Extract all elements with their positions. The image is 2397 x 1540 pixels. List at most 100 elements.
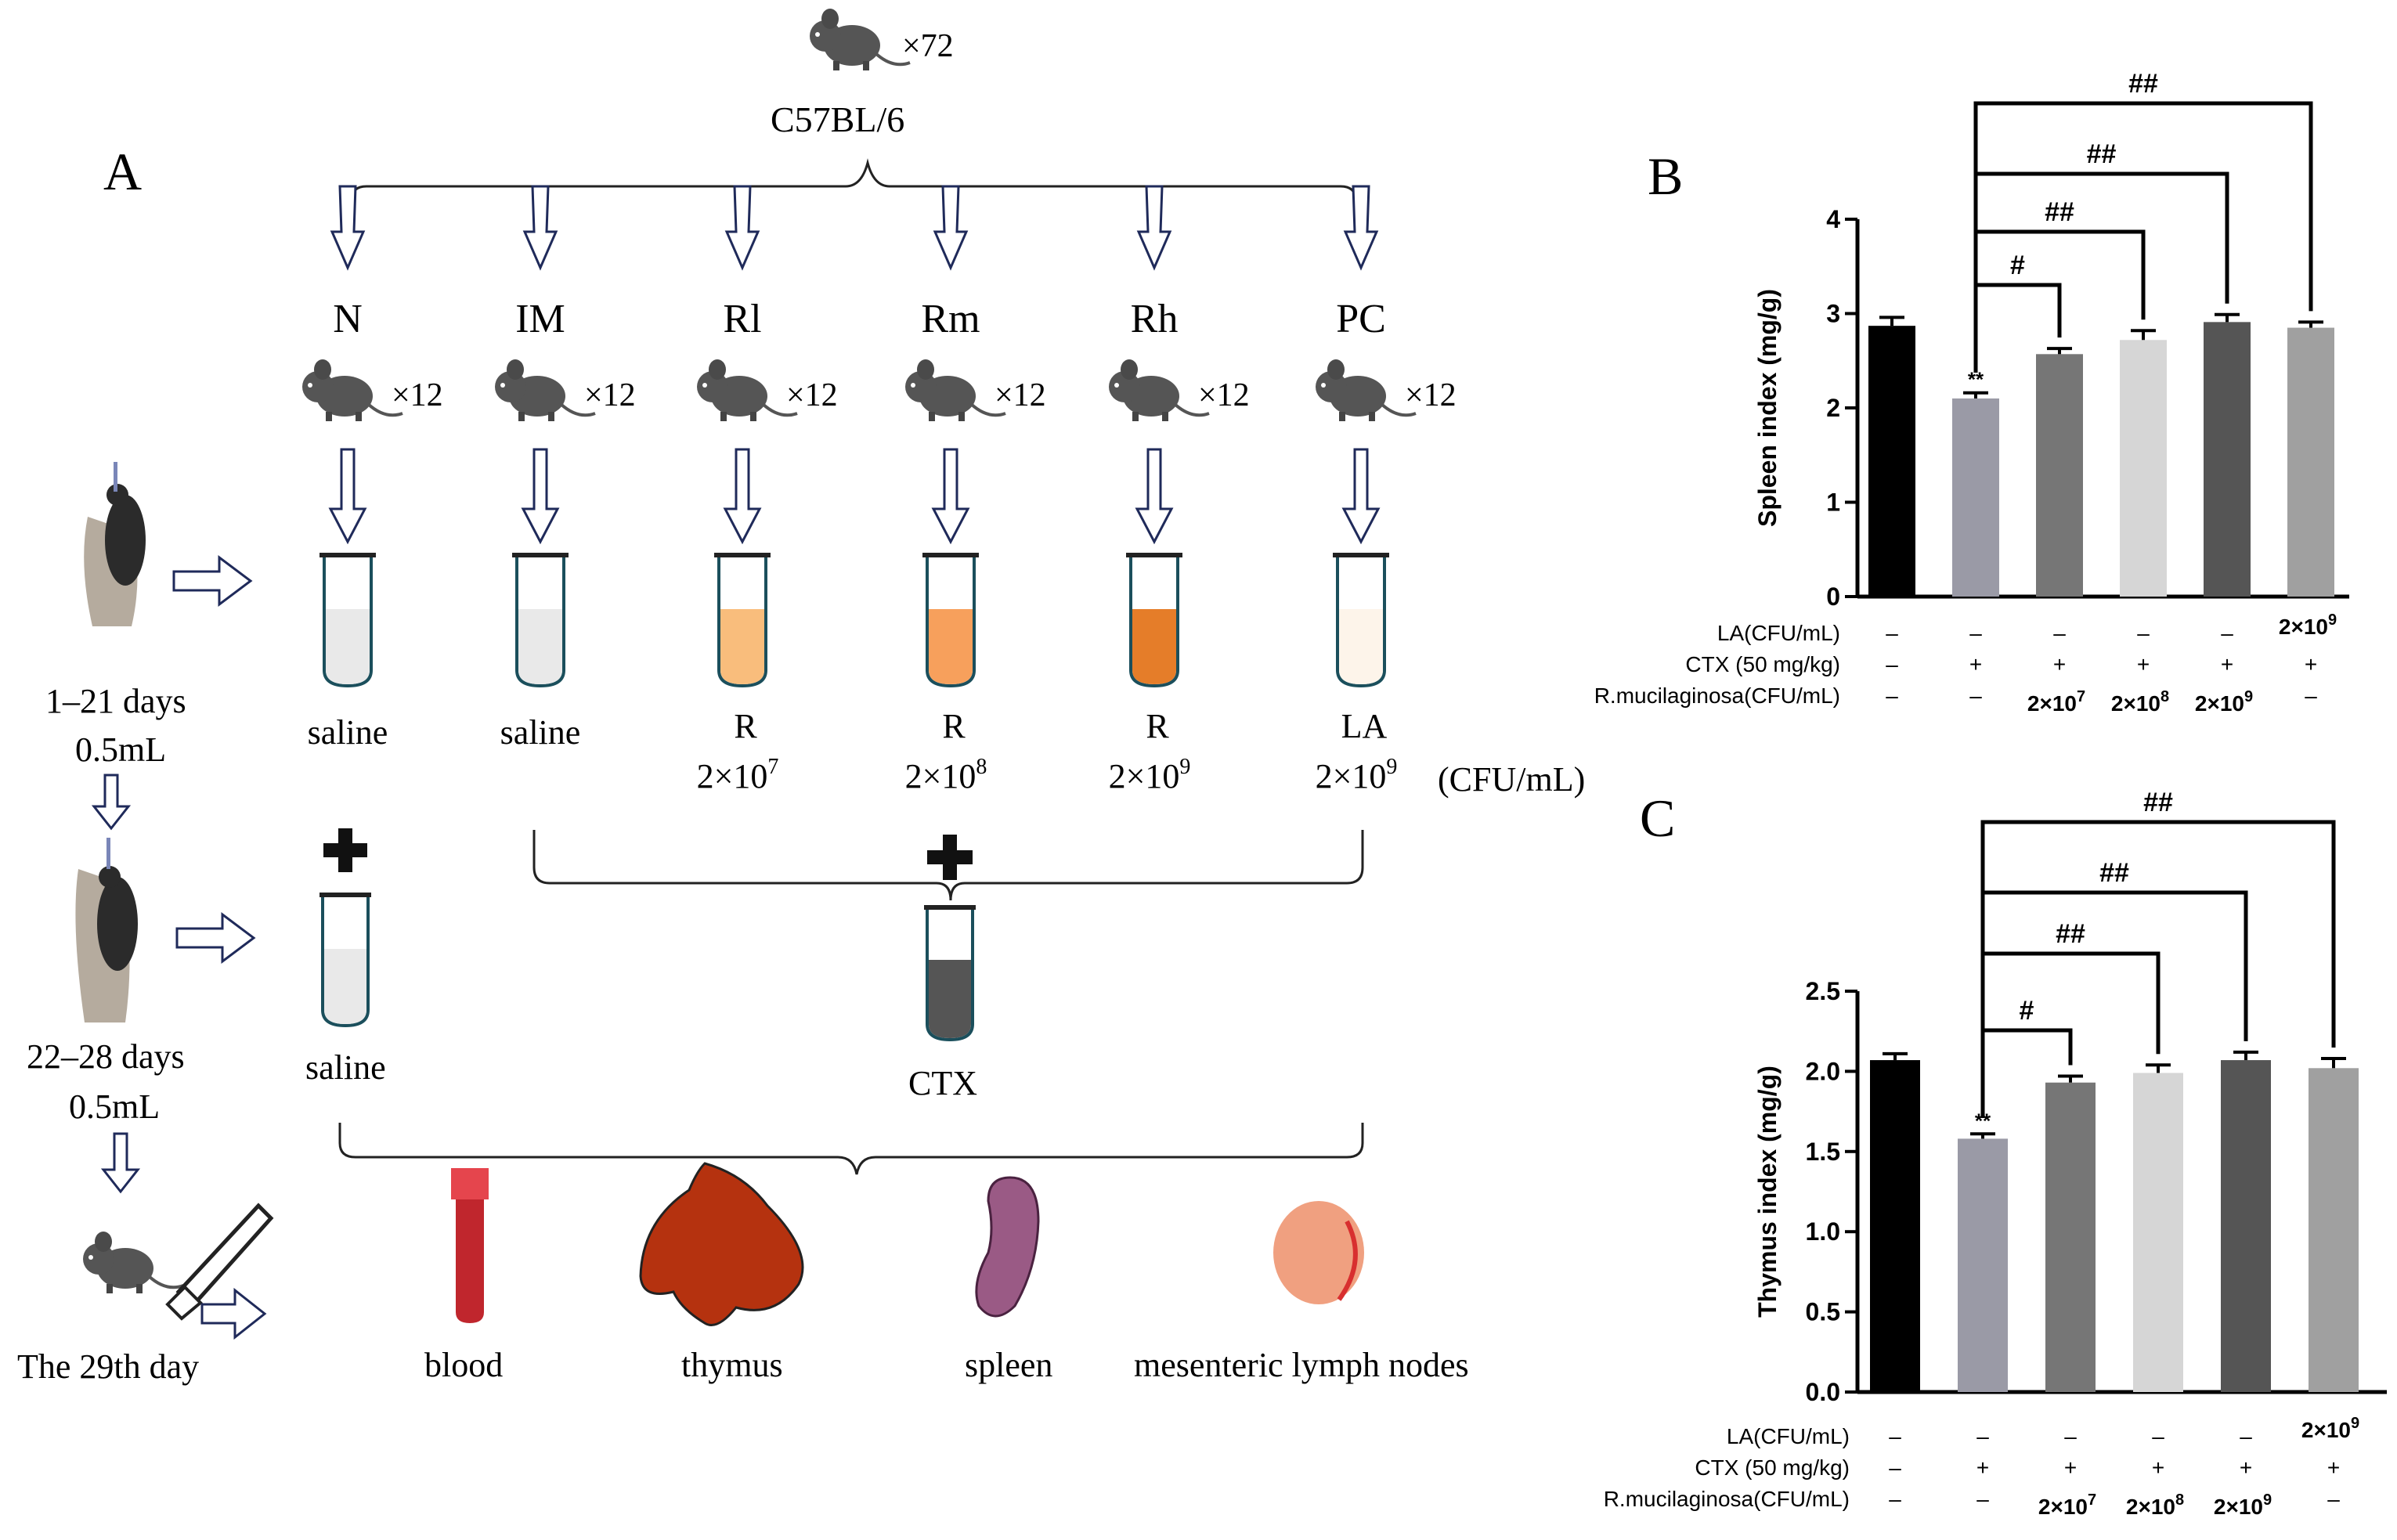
condition-row-label: LA(CFU/mL) xyxy=(1717,621,1840,645)
y-tick-label: 1 xyxy=(1826,489,1840,517)
down-arrow-icon xyxy=(522,185,558,271)
sample-label-lymph-nodes: mesenteric lymph nodes xyxy=(1134,1346,1469,1384)
y-axis-label: Spleen index (mg/g) xyxy=(1753,289,1782,527)
arrow-right-icon-2 xyxy=(175,912,256,964)
condition-cell: 2×109 xyxy=(2195,688,2253,716)
condition-row-label: LA(CFU/mL) xyxy=(1727,1424,1850,1448)
spleen-icon xyxy=(975,1176,1040,1318)
condition-cell: – xyxy=(1886,621,1898,645)
condition-cell: 2×107 xyxy=(2027,688,2085,716)
condition-cell: + xyxy=(2152,1455,2164,1480)
panel-label-a: A xyxy=(103,142,142,201)
bar-3 xyxy=(2045,1082,2096,1392)
condition-cell: + xyxy=(2305,652,2317,676)
comparison-bracket xyxy=(1980,820,2336,1118)
phase2-days: 22–28 days xyxy=(27,1037,185,1076)
mouse-icon xyxy=(808,7,912,72)
condition-row-label: CTX (50 mg/kg) xyxy=(1685,652,1840,676)
y-tick-label: 0 xyxy=(1826,582,1840,611)
condition-cell: 2×108 xyxy=(2111,688,2169,716)
bar-3 xyxy=(2036,354,2083,597)
treatment-tube xyxy=(1126,553,1182,688)
treatment-label: saline xyxy=(308,713,388,752)
down-arrow-icon xyxy=(931,448,970,545)
y-tick-label: 2 xyxy=(1826,394,1840,422)
bar-6 xyxy=(2309,1068,2359,1392)
condition-cell: 2×107 xyxy=(2038,1491,2096,1519)
down-arrow-icon xyxy=(330,185,366,271)
sample-brace xyxy=(338,1123,1364,1175)
group-name: N xyxy=(333,297,363,341)
group-name: Rh xyxy=(1131,297,1179,341)
treatment-label: R xyxy=(1146,707,1169,745)
bar-2 xyxy=(1958,1138,2008,1392)
treatment-label: saline xyxy=(500,713,581,752)
comparison-label: ## xyxy=(2143,788,2173,817)
down-arrow-icon xyxy=(521,448,560,545)
comparison-label: ## xyxy=(2099,858,2129,888)
condition-cell: – xyxy=(2305,683,2317,708)
sample-label-spleen: spleen xyxy=(965,1346,1052,1384)
phase3-day: The 29th day xyxy=(17,1347,199,1386)
bar-1 xyxy=(1870,1060,1920,1392)
group-count: ×12 xyxy=(392,377,443,413)
condition-cell: – xyxy=(2064,1424,2077,1448)
group-count: ×12 xyxy=(1198,377,1250,413)
group-columns: N×12salineIM×12salineRl×12R2×107Rm×12R2×… xyxy=(301,185,1585,799)
down-arrow-1 xyxy=(91,774,132,831)
sample-label-blood: blood xyxy=(424,1346,503,1384)
condition-cell: – xyxy=(2053,621,2066,645)
treatment-tube xyxy=(1333,553,1389,688)
treatment-dose: 2×108 xyxy=(905,755,987,795)
gavage-hand-icon xyxy=(84,462,146,626)
bar-6 xyxy=(2287,327,2334,597)
comparison-label: # xyxy=(2020,996,2034,1026)
mouse-icon xyxy=(904,358,1007,423)
condition-cell: – xyxy=(1889,1455,1901,1480)
treatment-label: R xyxy=(942,707,966,745)
condition-cell: – xyxy=(1976,1487,1989,1511)
treatment-dose: 2×107 xyxy=(697,755,779,795)
down-arrow-2 xyxy=(100,1132,141,1194)
comparison-bracket xyxy=(1973,101,2313,373)
condition-cell: 2×109 xyxy=(2279,611,2337,639)
blood-tube-icon xyxy=(451,1168,489,1323)
y-tick-label: 0.5 xyxy=(1806,1298,1840,1326)
gavage-hand-icon-2 xyxy=(75,838,138,1022)
y-tick-label: 4 xyxy=(1826,205,1840,233)
condition-cell: + xyxy=(1976,1455,1989,1480)
group-count: ×12 xyxy=(786,377,838,413)
condition-cell: – xyxy=(1976,1424,1989,1448)
mouse-icon xyxy=(493,358,597,423)
treatment-tube xyxy=(922,553,979,688)
tube-ctx xyxy=(924,905,976,1042)
y-tick-label: 1.0 xyxy=(1806,1217,1840,1246)
down-arrow-icon xyxy=(1136,185,1172,271)
significance-stars: ** xyxy=(1968,368,1984,391)
arrow-right-icon xyxy=(172,555,253,607)
y-axis-label: Thymus index (mg/g) xyxy=(1753,1066,1782,1318)
condition-cell: 2×108 xyxy=(2126,1491,2184,1519)
down-arrow-icon xyxy=(328,448,367,545)
condition-cell: – xyxy=(1969,683,1982,708)
condition-cell: – xyxy=(2240,1424,2252,1448)
bar-4 xyxy=(2120,340,2167,597)
down-arrow-icon xyxy=(723,448,762,545)
phase1-volume: 0.5mL xyxy=(75,730,166,769)
condition-row-label: R.mucilaginosa(CFU/mL) xyxy=(1594,683,1840,708)
tube-saline-phase2 xyxy=(319,893,371,1028)
comparison-label: ## xyxy=(2056,919,2085,949)
comparison-label: ## xyxy=(2128,69,2158,99)
y-tick-label: 0.0 xyxy=(1806,1378,1840,1406)
condition-cell: + xyxy=(1969,652,1982,676)
treatment-tube xyxy=(512,553,569,688)
plus-icon-ctx xyxy=(927,835,973,880)
condition-cell: + xyxy=(2053,652,2066,676)
treatment-dose: 2×109 xyxy=(1316,755,1398,795)
